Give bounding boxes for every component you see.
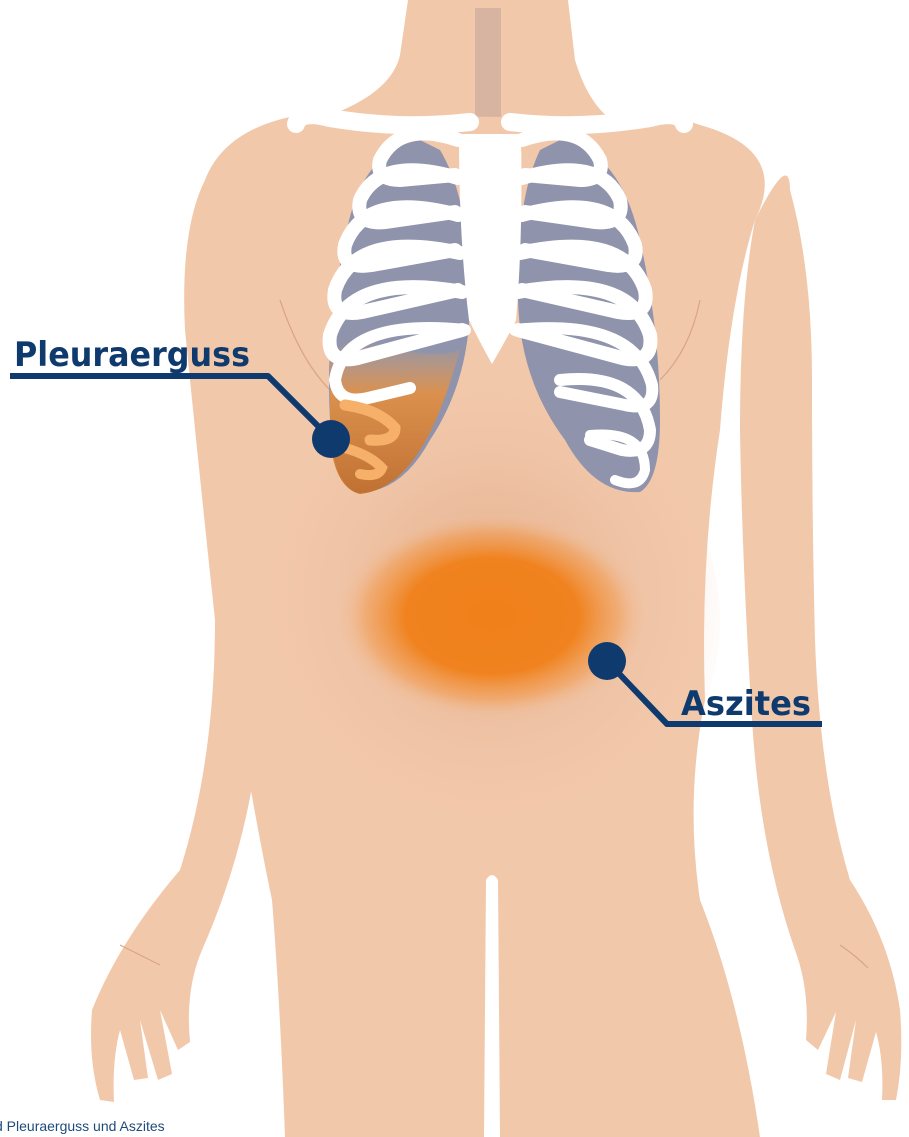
marker-pleuraerguss	[312, 420, 350, 458]
left-arm	[91, 180, 268, 1102]
neck	[300, 0, 620, 125]
clavicle-left	[296, 115, 470, 125]
clavicle-right	[510, 115, 684, 125]
right-arm	[740, 175, 901, 1100]
label-pleuraerguss: Pleuraerguss	[14, 335, 250, 375]
leg-split	[484, 875, 500, 1137]
label-aszites: Aszites	[681, 684, 811, 724]
ascites-fluid	[334, 511, 650, 721]
figure-caption: d Pleuraerguss und Aszites	[0, 1118, 165, 1134]
marker-aszites	[588, 642, 626, 680]
